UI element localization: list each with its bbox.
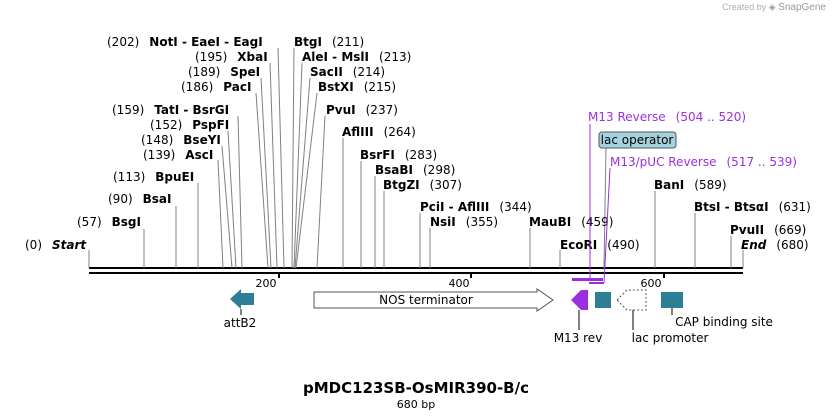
- site-leader-lines: [88, 47, 744, 269]
- site-label-afliii: AflIII(264): [342, 125, 416, 139]
- site-label-alei-msli: AleI - MslI(213): [302, 50, 411, 64]
- lac-operator-feature: lac operator: [598, 131, 677, 149]
- site-label-bani: BanI(589): [654, 178, 727, 192]
- leader-xbai: [269, 62, 278, 269]
- primer-m13-reverse-bar: [572, 278, 603, 281]
- site-label-bsrfi: BsrFI(283): [360, 148, 437, 162]
- lac-operator-label: lac operator: [601, 133, 674, 147]
- leader-noti: [277, 47, 285, 269]
- site-label-bseyi: (148)BseYI: [141, 133, 221, 147]
- site-label-ecori: EcoRI(490): [560, 238, 640, 252]
- site-label-bsgi: (57)BsgI: [77, 215, 141, 229]
- site-label-pvui: PvuI(237): [326, 103, 398, 117]
- site-label-xbai: (195)XbaI: [195, 50, 268, 64]
- lac-promoter-label: lac promoter: [632, 331, 709, 345]
- leader-lac-operator: [603, 146, 607, 269]
- leader-paci: [255, 92, 269, 269]
- nos-terminator-arrow-icon: [313, 288, 554, 312]
- site-label-pspfi: (152)PspFI: [150, 118, 229, 132]
- site-label-pvuii: PvuII(669): [730, 223, 806, 237]
- tick-label-400: 400: [449, 277, 470, 290]
- primer-m13-puc-leader: [603, 167, 611, 284]
- site-label-bpuei: (113)BpuEI: [113, 170, 194, 184]
- leader-alei: [293, 62, 303, 269]
- site-label-btgzi: BtgZI(307): [383, 178, 462, 192]
- site-label-end: End(680): [741, 238, 809, 252]
- site-label-bsai: (90)BsaI: [108, 192, 172, 206]
- site-label-pcii-afliii: PciI - AflIII(344): [420, 200, 532, 214]
- site-label-sacii: SacII(214): [310, 65, 385, 79]
- site-label-btsi-bts-i: BtsI - BtsαI(631): [694, 200, 811, 214]
- site-label-nsii: NsiI(355): [430, 215, 498, 229]
- plasmid-name: pMDC123SB-OsMIR390-B/c: [303, 379, 529, 397]
- primer-m13-puc-bar: [589, 282, 604, 284]
- site-label-paci: (186)PacI: [181, 80, 251, 94]
- site-label-tati-bsrgi: (159)TatI - BsrGI: [112, 103, 229, 117]
- primers: M13 Reverse(504 .. 520) M13/pUC Reverse(…: [572, 110, 797, 284]
- leader-bseyi: [221, 145, 233, 269]
- site-labels: (0)Start (57)BsgI (90)BsaI (113)BpuEI (139)A…: [25, 35, 811, 252]
- cap-binding-site-block: [661, 292, 683, 308]
- site-label-bstxi: BstXI(215): [318, 80, 396, 94]
- nos-terminator-label: NOS terminator: [379, 293, 473, 307]
- snapgene-credit: Created by ◈ SnapGene: [722, 2, 826, 13]
- leader-bstxi: [295, 92, 318, 269]
- leader-btgi: [291, 47, 295, 269]
- credit-brand: SnapGene: [778, 2, 826, 13]
- attB2-arrow-icon: [230, 289, 254, 309]
- leader-spei: [260, 77, 272, 269]
- leader-asci: [217, 159, 224, 269]
- tick-label-600: 600: [641, 277, 662, 290]
- cap-binding-site-label: CAP binding site: [675, 315, 773, 329]
- site-label-bsabi: BsaBI(298): [375, 163, 455, 177]
- site-label-asci: (139)AscI: [143, 148, 213, 162]
- lac-operator-block: [595, 292, 611, 308]
- backbone: 200 400 600: [89, 267, 743, 290]
- snapgene-logo-icon: ◈: [768, 2, 776, 12]
- m13-rev-label: M13 rev: [554, 331, 603, 345]
- site-label-noti-eaei-eagi: (202)NotI - EaeI - EagI: [107, 35, 263, 49]
- site-label-btgi: BtgI(211): [294, 35, 364, 49]
- primer-m13-puc-label: M13/pUC Reverse(517 .. 539): [610, 155, 797, 169]
- leader-tati-bsrgi: [237, 115, 243, 269]
- lac-promoter-arrow-icon: [616, 289, 647, 311]
- leader-pspfi: [227, 130, 237, 269]
- site-label-maubi: MauBI(459): [529, 215, 613, 229]
- attB2-label: attB2: [224, 316, 257, 330]
- site-label-start: (0)Start: [25, 238, 87, 252]
- credit-prefix: Created by: [722, 2, 767, 12]
- primer-m13-reverse-label: M13 Reverse(504 .. 520): [588, 110, 746, 124]
- site-label-spei: (189)SpeI: [188, 65, 260, 79]
- m13-rev-arrow-icon: [571, 290, 588, 310]
- plasmid-length: 680 bp: [396, 398, 436, 411]
- tick-label-200: 200: [256, 277, 277, 290]
- leader-sacii: [294, 77, 311, 269]
- lac-operator-box: [598, 131, 677, 149]
- features: attB2 NOS terminator M13 rev lac promote…: [224, 288, 773, 345]
- leader-pvui: [316, 115, 326, 269]
